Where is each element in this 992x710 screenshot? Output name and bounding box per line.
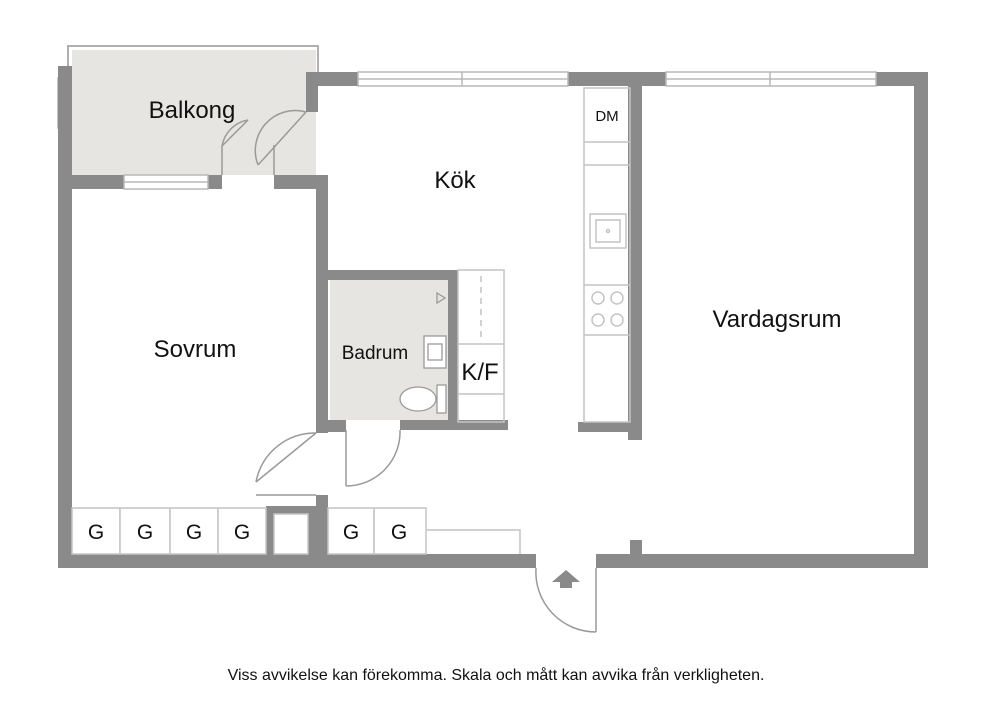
walls — [58, 66, 928, 568]
room-label-dm: DM — [595, 108, 618, 125]
closet-label: G — [343, 521, 359, 544]
closet-label: G — [88, 521, 104, 544]
closet-label: G — [137, 521, 153, 544]
room-label-vardagsrum: Vardagsrum — [713, 306, 842, 333]
room-label-badrum: Badrum — [342, 343, 409, 364]
stove-icon — [591, 291, 624, 327]
closet-label: G — [234, 521, 250, 544]
doors — [221, 109, 597, 633]
balcony-railing — [67, 45, 319, 72]
windows — [123, 71, 877, 190]
fridge-freezer — [457, 269, 505, 423]
bathroom-fixtures — [399, 291, 447, 414]
disclaimer-text: Viss avvikelse kan förekomma. Skala och … — [227, 667, 765, 684]
room-label-kf: K/F — [461, 359, 498, 386]
kitchen-counter — [583, 87, 631, 423]
balcony-floor — [72, 50, 316, 175]
closet-label: G — [186, 521, 202, 544]
closets — [71, 507, 521, 555]
room-label-kok: Kök — [434, 167, 476, 194]
closet-label: G — [391, 521, 407, 544]
room-label-balkong: Balkong — [149, 97, 236, 124]
entrance-arrow-icon — [552, 570, 580, 588]
sink-icon — [589, 213, 627, 249]
floor-plan: G G G G G G Balkong Kök DM Sovrum Badrum… — [57, 45, 928, 633]
room-label-sovrum: Sovrum — [154, 336, 237, 363]
